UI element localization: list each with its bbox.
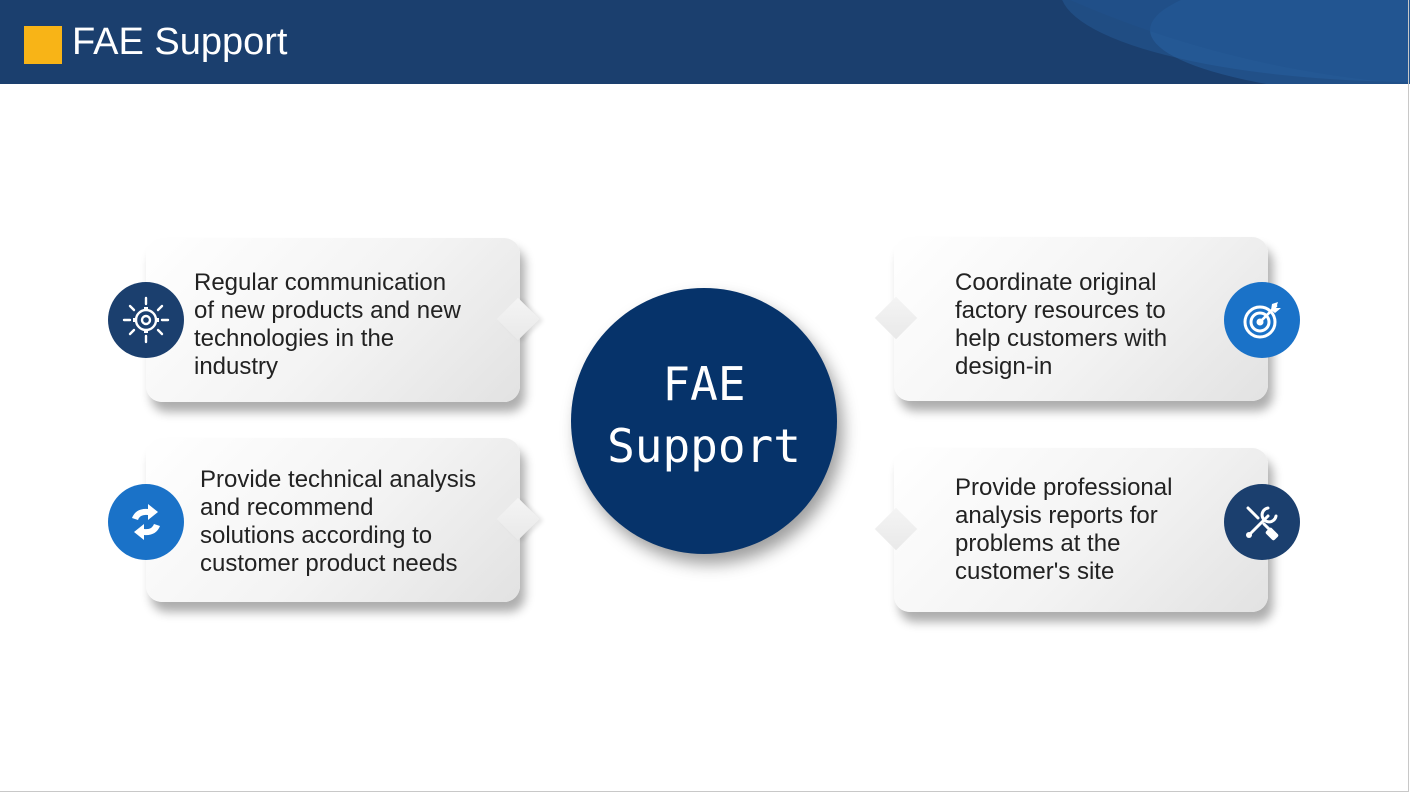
header-bar: FAE Support (0, 0, 1410, 84)
header-wave-decoration (1062, 0, 1410, 84)
card-line: factory resources to (955, 297, 1166, 324)
card-analysis-reports: Provide professional analysis reports fo… (874, 448, 1268, 612)
target-icon (1224, 282, 1300, 358)
card-pointer (496, 497, 540, 541)
card-text-communication: Regular communication of new products an… (194, 269, 461, 381)
card-pointer (874, 507, 918, 551)
card-line: Coordinate original (955, 269, 1157, 296)
center-title-line2: Support (607, 419, 801, 473)
center-circle: FAE Support (571, 288, 837, 554)
card-line: Regular communication (194, 269, 447, 296)
card-line: Provide technical analysis (200, 466, 477, 493)
card-line: of new products and new (194, 297, 461, 324)
card-communication: Regular communication of new products an… (146, 238, 540, 402)
card-line: analysis reports for (955, 502, 1158, 529)
card-technical-analysis: Provide technical analysis and recommend… (146, 438, 540, 602)
gear-icon (108, 282, 184, 358)
card-coordinate-resources: Coordinate original factory resources to… (874, 237, 1268, 401)
card-line: problems at the (955, 530, 1121, 557)
card-text-technical-analysis: Provide technical analysis and recommend… (200, 466, 476, 578)
card-line: industry (194, 353, 279, 380)
card-line: customer product needs (200, 550, 458, 577)
card-line: and recommend (200, 494, 374, 521)
card-line: technologies in the (194, 325, 395, 352)
card-line: design-in (955, 353, 1053, 380)
header-accent-square (24, 26, 62, 64)
card-line: help customers with (955, 325, 1168, 352)
card-text-analysis-reports: Provide professional analysis reports fo… (955, 474, 1172, 586)
card-pointer (874, 296, 918, 340)
card-line: solutions according to (200, 522, 433, 549)
center-title-line1: FAE (662, 357, 746, 411)
card-line: customer's site (955, 558, 1115, 585)
card-text-coordinate-resources: Coordinate original factory resources to… (955, 269, 1167, 381)
page-title: FAE Support (72, 21, 288, 63)
card-pointer (496, 297, 540, 341)
refresh-arrows-icon (108, 484, 184, 560)
tools-icon (1224, 484, 1300, 560)
card-line: Provide professional (955, 474, 1173, 501)
